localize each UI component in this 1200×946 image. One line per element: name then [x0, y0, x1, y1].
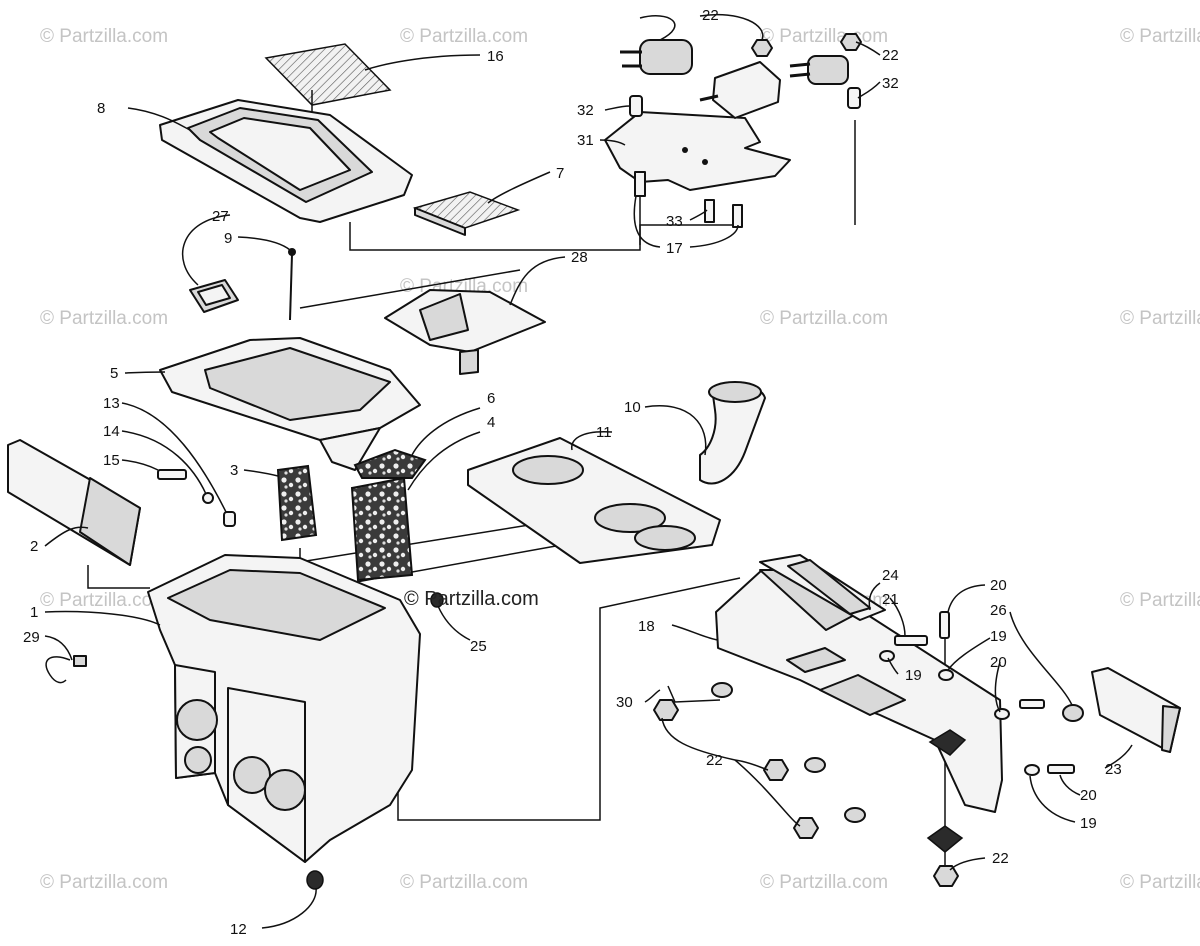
- callout-17: 17: [666, 240, 683, 257]
- callout-29: 29: [23, 629, 40, 646]
- center-watermark: © Partzilla.com: [404, 588, 539, 610]
- watermark-text: © Partzilla.com: [40, 308, 168, 329]
- watermark-text: © Partzilla.com: [1120, 872, 1200, 893]
- callout-26: 26: [990, 602, 1007, 619]
- callout-19: 19: [990, 628, 1007, 645]
- part-9-screw: [288, 248, 296, 321]
- watermark-text: © Partzilla.com: [40, 590, 168, 611]
- callout-6: 6: [487, 390, 495, 407]
- part-20-bolts: [939, 611, 1075, 774]
- watermark-text: © Partzilla.com: [400, 26, 528, 47]
- callout-23: 23: [1105, 761, 1122, 778]
- part-3-foam-block: [276, 464, 318, 542]
- part-24-grille: [759, 554, 886, 621]
- callout-22: 22: [992, 850, 1009, 867]
- part-19-washers: [879, 650, 1040, 776]
- watermark-text: © Partzilla.com: [760, 872, 888, 893]
- part-32-spacers: [629, 87, 861, 117]
- callout-24: 24: [882, 567, 899, 584]
- callout-28: 28: [571, 249, 588, 266]
- part-22-nuts-lower: [653, 699, 964, 887]
- part-18-console: [715, 569, 1003, 813]
- part-25-plug: [430, 592, 444, 608]
- callout-4: 4: [487, 414, 495, 431]
- callout-32: 32: [577, 102, 594, 119]
- part-26-cap: [1062, 704, 1084, 722]
- part-29-hose-clamp: [45, 655, 87, 684]
- part-4-foam-panel: [350, 476, 414, 582]
- callout-20: 20: [990, 654, 1007, 671]
- part-22-solenoid-left: [620, 39, 693, 75]
- callout-8: 8: [97, 100, 105, 117]
- watermark-text: © Partzilla.com: [760, 26, 888, 47]
- part-30-bracket: [667, 682, 866, 823]
- part-7-foam-pad: [412, 191, 521, 236]
- callout-25: 25: [470, 638, 487, 655]
- watermark-text: © Partzilla.com: [1120, 590, 1200, 611]
- part-11-intake-plate: [467, 437, 721, 564]
- part-22-nut-top: [751, 33, 862, 57]
- part-15-bolt: [157, 469, 187, 480]
- callout-18: 18: [638, 618, 655, 635]
- callout-30: 30: [616, 694, 633, 711]
- part-14-washer: [202, 492, 214, 504]
- part-8-airbox-lid: [159, 99, 413, 223]
- watermark-text: © Partzilla.com: [760, 308, 888, 329]
- callout-32: 32: [882, 75, 899, 92]
- watermark-text: © Partzilla.com: [1120, 26, 1200, 47]
- callout-33: 33: [666, 213, 683, 230]
- callout-7: 7: [556, 165, 564, 182]
- callout-labels: 8 16 7 27 9 28 5 13 14 15 3 6 4 10 11 2 …: [23, 7, 1122, 938]
- part-5-airbox-tray: [159, 337, 421, 471]
- callout-21: 21: [882, 591, 899, 608]
- callout-27: 27: [212, 208, 229, 225]
- callout-20: 20: [990, 577, 1007, 594]
- part-31-mount-bracket: [604, 111, 791, 191]
- watermark-text: © Partzilla.com: [1120, 308, 1200, 329]
- part-6-foam-wedge: [353, 448, 427, 479]
- part-28-intake-chamber: [384, 289, 546, 375]
- leader-lines: [44, 14, 1133, 929]
- callout-1: 1: [30, 604, 38, 621]
- callout-20: 20: [1080, 787, 1097, 804]
- part-13-bushing: [223, 511, 236, 527]
- part-22-solenoid-right: [789, 55, 849, 85]
- callout-11: 11: [596, 424, 612, 441]
- callout-19: 19: [1080, 815, 1097, 832]
- callout-22: 22: [706, 752, 723, 769]
- watermark-text: © Partzilla.com: [400, 872, 528, 893]
- callout-10: 10: [624, 399, 641, 416]
- callout-22: 22: [882, 47, 899, 64]
- assembly-lines: [87, 120, 946, 880]
- watermark-layer: © Partzilla.com © Partzilla.com © Partzi…: [40, 26, 1200, 893]
- callout-14: 14: [103, 423, 120, 440]
- part-12-grommet: [306, 870, 324, 890]
- callout-12: 12: [230, 921, 247, 938]
- part-10-elbow-duct: [699, 381, 766, 485]
- callout-2: 2: [30, 538, 38, 555]
- watermark-text: © Partzilla.com: [40, 26, 168, 47]
- callout-15: 15: [103, 452, 120, 469]
- part-relay-center: [699, 61, 781, 119]
- callout-31: 31: [577, 132, 594, 149]
- watermark-text: © Partzilla.com: [40, 872, 168, 893]
- part-27-vent-insert: [189, 279, 239, 313]
- callout-5: 5: [110, 365, 118, 382]
- part-21-bolt: [894, 635, 928, 646]
- callout-22: 22: [702, 7, 719, 24]
- part-2-front-panel: [7, 439, 141, 566]
- part-23-panel: [1091, 667, 1181, 753]
- callout-3: 3: [230, 462, 238, 479]
- callout-19: 19: [905, 667, 922, 684]
- callout-13: 13: [103, 395, 120, 412]
- part-1-airbox-body: [147, 554, 421, 863]
- callout-16: 16: [487, 48, 504, 65]
- callout-9: 9: [224, 230, 232, 247]
